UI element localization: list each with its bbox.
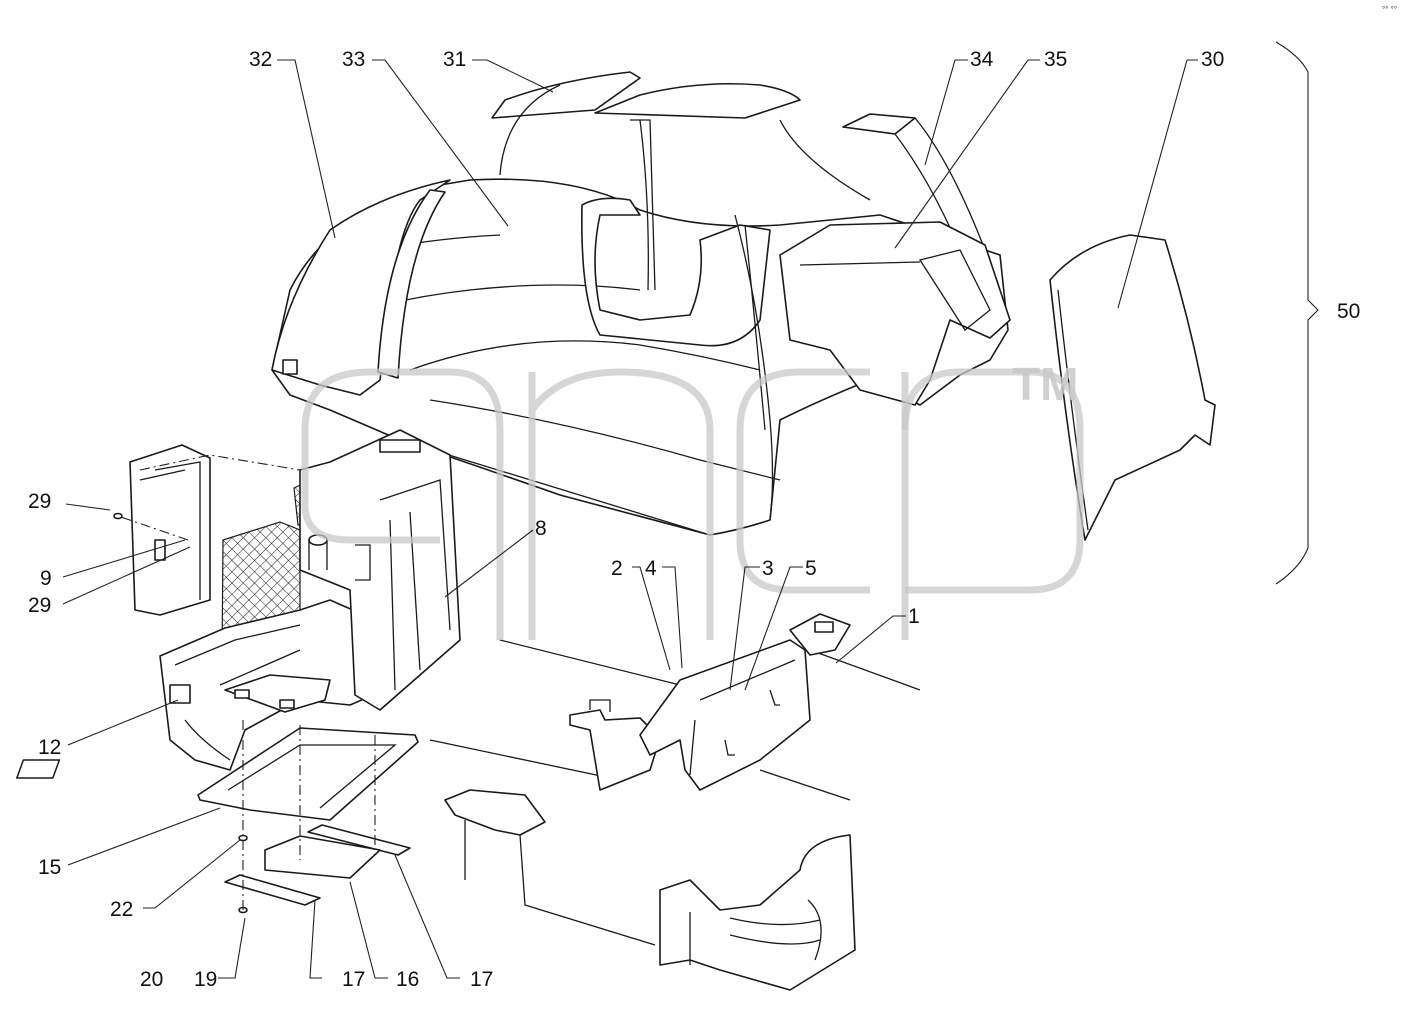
- callout-8: 8: [535, 517, 547, 540]
- callout-4: 4: [645, 557, 657, 580]
- base-plate: [197, 727, 419, 821]
- rear-cover-slot: [154, 539, 166, 561]
- battery-box-assembly: [15, 429, 461, 914]
- hood-vent-slot: [282, 359, 298, 375]
- callout-15: 15: [38, 856, 61, 879]
- frame-plate-1: [639, 639, 811, 791]
- plate-16: [264, 835, 381, 879]
- top-tab-right: [842, 113, 916, 135]
- callout-2: 2: [611, 557, 623, 580]
- callout-3: 3: [762, 557, 774, 580]
- group-bracket-50: [1275, 41, 1319, 585]
- lower-bracket: [444, 789, 546, 836]
- upright-panel: [299, 429, 461, 711]
- callout-12: 12: [38, 736, 61, 759]
- callout-5: 5: [805, 557, 817, 580]
- callout-16: 16: [396, 968, 419, 991]
- hood-centre-bridge: [581, 197, 771, 347]
- callout-31: 31: [443, 48, 466, 71]
- callout-29-top: 29: [28, 490, 51, 513]
- callout-labels: 32 33 31 34 35 30 50 8 29 9 29 12 15 22 …: [28, 5, 1397, 991]
- hood-strip: [377, 189, 446, 379]
- callout-17-left: 17: [342, 968, 365, 991]
- right-box: [779, 221, 1011, 406]
- leader-lines: [62, 59, 1198, 979]
- frame-assembly: [429, 613, 921, 991]
- box-inner-tray: [224, 674, 331, 713]
- callout-29-bottom: 29: [28, 594, 51, 617]
- side-panel-30: [1049, 234, 1216, 541]
- callout-22: 22: [110, 898, 133, 921]
- screw-22: [238, 834, 248, 842]
- lower-housing: [659, 834, 856, 991]
- callout-50: 50: [1337, 300, 1360, 323]
- hood-assembly: [271, 71, 1011, 536]
- left-bracket: [569, 709, 661, 791]
- rear-cover: [129, 444, 211, 616]
- callout-1: 1: [908, 605, 920, 628]
- base-plate-cutout: [15, 759, 61, 779]
- callout-35: 35: [1044, 48, 1067, 71]
- callout-9: 9: [40, 567, 52, 590]
- callout-33: 33: [342, 48, 365, 71]
- callout-19: 19: [194, 968, 217, 991]
- callout-30: 30: [1201, 48, 1224, 71]
- corner-mark: °° °°: [1382, 5, 1397, 14]
- callout-20: 20: [140, 968, 163, 991]
- callout-32: 32: [249, 48, 272, 71]
- callout-17-right: 17: [470, 968, 493, 991]
- watermark-logo: TM: [301, 358, 1084, 640]
- frame-top-plate: [789, 613, 851, 656]
- callout-34: 34: [970, 48, 994, 71]
- strip-17-lower: [224, 874, 321, 906]
- box-handle-slot: [169, 684, 191, 704]
- top-cap-centre: [594, 82, 801, 119]
- screw-29: [113, 512, 123, 520]
- watermark-tm: TM: [1012, 358, 1078, 410]
